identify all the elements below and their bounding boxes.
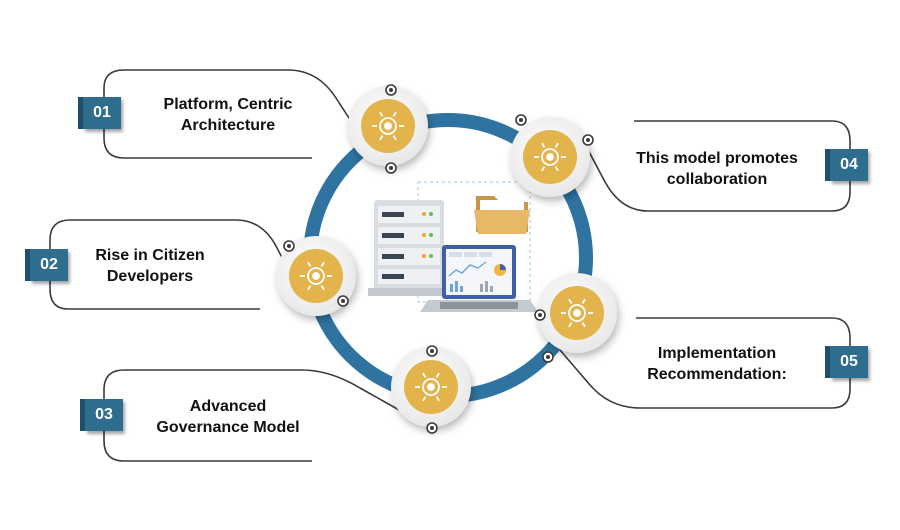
callout-outline-01 (103, 69, 359, 159)
step-label-05-line1: Implementation (657, 345, 777, 362)
step-number-04: 04 (825, 149, 868, 181)
network-gear-icon (372, 111, 404, 141)
callout-outline-05 (559, 317, 851, 409)
step-label-01-line1: Platform, Centric (163, 96, 293, 113)
collaboration-team-icon (534, 142, 566, 172)
step-label-02-line1: Rise in Citizen (95, 247, 205, 264)
icon-discs (276, 84, 617, 434)
thumbs-up-gear-icon (561, 298, 593, 328)
step-number-01: 01 (78, 97, 121, 129)
step-label-03-line2: Governance Model (156, 419, 300, 436)
step-label-02: Rise in Citizen Developers (70, 245, 230, 287)
step-label-04: This model promotes collaboration (612, 148, 822, 190)
laptop-icon (420, 245, 538, 312)
step-label-02-line2: Developers (106, 268, 194, 285)
step-label-03: Advanced Governance Model (128, 396, 328, 438)
icon-disc-04 (510, 114, 594, 197)
developers-group-icon (300, 261, 332, 291)
icon-disc-02 (276, 236, 356, 316)
step-label-05-line2: Recommendation: (647, 366, 787, 383)
governance-bank-icon (415, 372, 447, 402)
folder-icon (474, 196, 530, 234)
step-label-04-line2: collaboration (666, 171, 768, 188)
step-label-04-line1: This model promotes (636, 150, 798, 167)
callout-outline-02 (49, 219, 291, 310)
step-number-02: 02 (25, 249, 68, 281)
callout-outlines (49, 69, 851, 462)
server-laptop-illustration (368, 181, 538, 312)
icon-disc-05 (534, 273, 617, 363)
icon-disc-01 (348, 84, 428, 174)
step-number-05: 05 (825, 346, 868, 378)
step-label-01-line2: Architecture (180, 117, 276, 134)
step-label-03-line1: Advanced (189, 398, 267, 415)
server-icon (368, 200, 450, 296)
callout-outline-03 (103, 369, 409, 462)
step-label-05: Implementation Recommendation: (612, 343, 822, 385)
step-label-01: Platform, Centric Architecture (128, 94, 328, 136)
callout-outline-04 (585, 120, 851, 212)
step-number-03: 03 (80, 399, 123, 431)
icon-disc-03 (391, 345, 471, 434)
